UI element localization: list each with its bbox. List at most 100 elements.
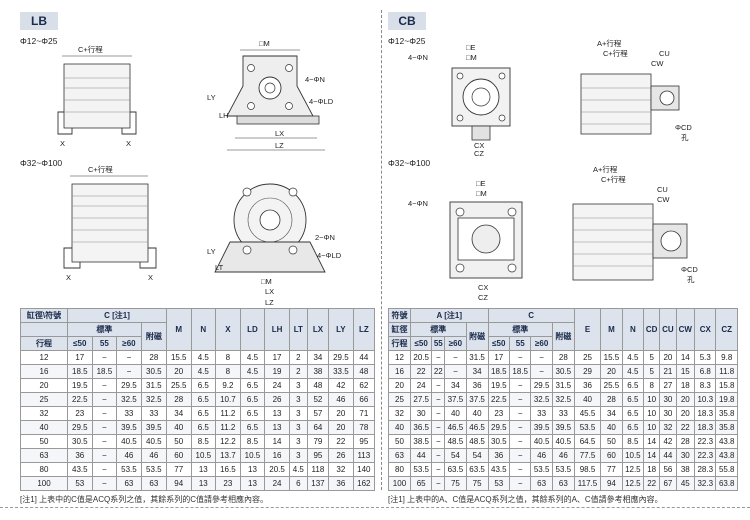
cb-th-a: A [注1] xyxy=(409,308,489,323)
cb-cell-bore: 16 xyxy=(388,364,411,379)
lb-cell: 118 xyxy=(306,462,330,477)
cb-large-cw-label: CW xyxy=(657,195,670,204)
lb-cell: 39.5 xyxy=(116,420,142,435)
lb-cell: 11.2 xyxy=(215,420,241,435)
cb-cell: 32 xyxy=(659,420,677,435)
lb-th-col-7: LY xyxy=(328,308,354,351)
cb-cell: 32.3 xyxy=(694,476,717,491)
cb-cell: 22 xyxy=(409,364,433,379)
cb-cell: 22.3 xyxy=(694,434,717,449)
lb-cell: 32.5 xyxy=(116,392,142,407)
lb-cell: 28 xyxy=(165,392,192,407)
lb-cell: 30.5 xyxy=(140,364,167,379)
cb-small-cw-label: CW xyxy=(651,59,664,68)
lb-th-bore: 缸徑\符號 xyxy=(20,308,68,323)
lb-cell-bore: 32 xyxy=(20,406,68,421)
lb-cell: 79 xyxy=(306,434,330,449)
cb-note: [注1] 上表中的A、C值是ACQ系列之值，其餘系列的A、C值請參考相應內容。 xyxy=(388,495,663,504)
lb-large-lt-label: LT xyxy=(215,263,224,272)
lb-cell: 78 xyxy=(352,420,376,435)
cb-cell: 40 xyxy=(600,420,623,435)
cb-cell: 5.3 xyxy=(694,350,717,365)
lb-cell: 19.5 xyxy=(67,378,93,393)
cb-cell: 20 xyxy=(675,406,696,421)
lb-small-lx-label: LX xyxy=(275,129,284,138)
lb-cell: 53 xyxy=(67,476,93,491)
lb-range-large: Φ32~Φ100 xyxy=(20,158,63,168)
cb-cell: 22 xyxy=(675,420,696,435)
lb-large-n-label: 2−ΦN xyxy=(315,233,335,242)
lb-cell: 10.7 xyxy=(215,392,241,407)
cb-dimension-table: 符號 A [注1] C E M N CD CU CW CX CZ 缸徑 標準 附… xyxy=(388,308,738,491)
cb-cell: 56 xyxy=(659,462,677,477)
cb-cell: 45 xyxy=(675,476,696,491)
cb-cell: 11.8 xyxy=(715,364,738,379)
cb-cell: 28 xyxy=(551,350,575,365)
cb-cell: 46.5 xyxy=(465,420,489,435)
cb-cell: 38 xyxy=(675,462,696,477)
bottom-divider xyxy=(0,507,750,508)
lb-cell: 13 xyxy=(239,476,266,491)
lb-cell: 6 xyxy=(288,476,308,491)
lb-cell: 50 xyxy=(165,434,192,449)
lb-large-lz-label: LZ xyxy=(265,298,274,307)
cb-small-cd-label: ΦCD xyxy=(675,123,692,132)
cb-small-e-label: □E xyxy=(466,43,476,52)
cb-cell: 40 xyxy=(465,406,489,421)
lb-large-lx-label: LX xyxy=(265,287,274,296)
lb-th-col-1: N xyxy=(190,308,217,351)
lb-cell: − xyxy=(116,364,142,379)
cb-cell: − xyxy=(508,448,532,463)
lb-cell: 95 xyxy=(306,448,330,463)
cb-cell: 18.5 xyxy=(487,364,511,379)
lb-th-blank xyxy=(20,322,68,337)
cb-th-c-standard: 標準 xyxy=(487,322,553,337)
lb-cell: 13.7 xyxy=(215,448,241,463)
cb-cell: 54 xyxy=(465,448,489,463)
cb-cell: − xyxy=(431,434,446,449)
lb-cell: 6.5 xyxy=(239,406,266,421)
lb-cell: 3 xyxy=(288,420,308,435)
cb-cell: 48.5 xyxy=(444,434,467,449)
cb-th-col-5: CW xyxy=(675,308,696,351)
cb-th-a-sub-1: 55 xyxy=(431,336,446,351)
lb-small-c-stroke-label: C+行程 xyxy=(78,44,103,54)
lb-large-side-drawing: C+行程 X X xyxy=(63,164,157,282)
lb-cell: 46 xyxy=(116,448,142,463)
cb-cell: 6.5 xyxy=(621,378,645,393)
lb-small-ly-label: LY xyxy=(207,93,216,102)
lb-cell: 22.5 xyxy=(67,392,93,407)
lb-cell: 140 xyxy=(352,462,376,477)
lb-cell: 4.5 xyxy=(239,364,266,379)
lb-cell: 10.5 xyxy=(239,448,266,463)
cb-cell: 45.5 xyxy=(573,406,602,421)
lb-cell: 20 xyxy=(328,420,354,435)
cb-th-c-sub-1: 55 xyxy=(508,336,532,351)
lb-cell: 63 xyxy=(140,476,167,491)
cb-cell: 38.5 xyxy=(409,434,433,449)
cb-cell: 12.5 xyxy=(621,476,645,491)
lb-cell: 11.2 xyxy=(215,406,241,421)
cb-cell: 19.5 xyxy=(487,378,511,393)
lb-small-m-label: □M xyxy=(259,39,270,48)
lb-large-x-left: X xyxy=(66,273,71,282)
lb-cell: 43.5 xyxy=(67,462,93,477)
lb-cell-bore: 80 xyxy=(20,462,68,477)
cb-cell: 37.5 xyxy=(465,392,489,407)
cb-cell: 14 xyxy=(643,448,661,463)
cb-th-c-magnetic: 附磁 xyxy=(551,322,575,351)
lb-cell: 3 xyxy=(288,434,308,449)
cb-cell-bore: 100 xyxy=(388,476,411,491)
lb-cell: 53.5 xyxy=(140,462,167,477)
cb-cell: 8.3 xyxy=(694,378,717,393)
lb-cell: 6.5 xyxy=(190,420,217,435)
cb-cell: 77 xyxy=(600,462,623,477)
cb-cell: 10.5 xyxy=(621,448,645,463)
